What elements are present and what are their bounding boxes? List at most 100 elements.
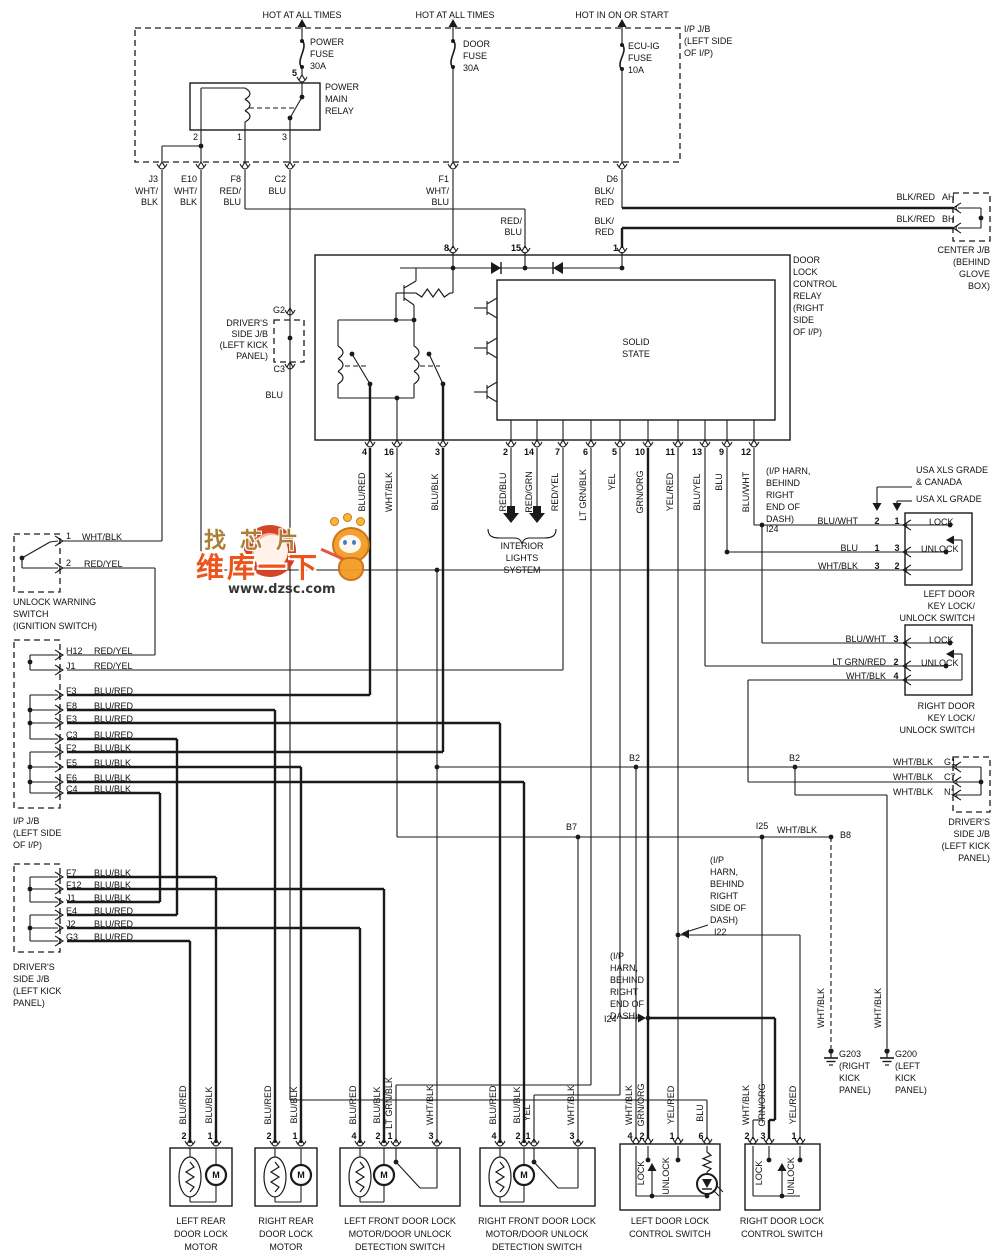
key-lock-switches--rk-lock: LOCK — [929, 635, 954, 645]
harness-grounds--i22-2: HARN, — [710, 867, 739, 877]
harness-grounds--c7-color: WHT/BLK — [892, 772, 933, 782]
power-top--j3-color-1: WHT/ — [135, 186, 158, 196]
bottom-components--rf-cap-3: DETECTION SWITCH — [492, 1242, 582, 1252]
key-lock-switches--lk-color-3: WHT/BLK — [817, 561, 858, 571]
left-junction-blocks--pin-j1: J1 — [66, 661, 76, 671]
left-junction-blocks--blu-mid: BLU — [265, 390, 283, 400]
door-lock-control-relay--pin14: 14 — [523, 447, 534, 457]
power-top--relay-pin8: 8 — [443, 243, 449, 253]
harness-grounds--g200-1: G200 — [895, 1049, 918, 1059]
bottom-components--rr-cap-3: MOTOR — [269, 1242, 303, 1252]
door-lock-control-relay--pin13: 13 — [691, 447, 702, 457]
bottom-components--rc-p1: 1 — [791, 1131, 797, 1141]
bottom-components--rf-p3: 3 — [569, 1131, 575, 1141]
power-top--ah: AH — [942, 192, 955, 202]
left-junction-blocks--e8-color: BLU/RED — [94, 701, 134, 711]
power-top--centerjb-1: CENTER J/B — [937, 245, 990, 255]
key-lock-switches--lk-color-1: BLU/WHT — [817, 516, 859, 526]
left-junction-blocks--pin-f2: F2 — [66, 743, 77, 753]
door-lock-control-relay--w-yelred: YEL/RED — [665, 472, 675, 512]
harness-grounds--b2-a: B2 — [629, 753, 641, 763]
door-lock-control-relay--solid-state-1: SOLID — [622, 337, 650, 347]
door-lock-control-relay--relay-cap-6: SIDE — [793, 315, 815, 325]
key-lock-switches--lk-p3: 3 — [894, 543, 900, 553]
door-lock-control-relay--relay-cap-4: RELAY — [793, 291, 822, 301]
bottom-components--lf-w2: BLU/BLK — [372, 1086, 382, 1124]
left-junction-blocks--uw-color-2: RED/YEL — [84, 559, 123, 569]
bottom-components--lc-w3: YEL/RED — [666, 1085, 676, 1125]
door-lock-control-relay--w-redyel: RED/YEL — [550, 472, 560, 512]
power-top--f1-color-1: WHT/ — [426, 186, 449, 196]
door-lock-control-relay--w-redgrn: RED/GRN — [524, 471, 534, 513]
power-top--pin15-color-2: BLU — [504, 227, 522, 237]
key-lock-switches--lk-p2b: 2 — [894, 561, 900, 571]
harness-grounds--g203-3: KICK — [839, 1073, 861, 1083]
left-junction-blocks--uw-p2: 2 — [66, 558, 72, 568]
harness-grounds--i24b-6: DASH) — [610, 1011, 639, 1021]
left-junction-blocks--pin-c3: C3 — [66, 730, 78, 740]
power-top--pmr-pin5: 5 — [291, 68, 297, 78]
bottom-components--lc-w2: GRN/ORG — [636, 1083, 646, 1127]
door-lock-control-relay--i24a-1: (I/P HARN, — [766, 466, 811, 476]
door-lock-control-relay--i24a-6: I24 — [766, 524, 779, 534]
bottom-components--lc-unlock: UNLOCK — [661, 1157, 671, 1195]
power-top--d6-color-1: BLK/ — [594, 186, 614, 196]
door-lock-control-relay--i24a-4: END OF — [766, 502, 801, 512]
power-top--centerjb-4: BOX) — [967, 281, 990, 291]
power-top--c2-color: BLU — [268, 186, 286, 196]
left-junction-blocks--e4-color: BLU/RED — [94, 906, 134, 916]
bottom-components--lc-w1: WHT/BLK — [624, 1084, 634, 1126]
power-top--bus-hot-2: HOT AT ALL TIMES — [415, 10, 495, 20]
bottom-components--lc-lock: LOCK — [636, 1160, 646, 1186]
power-top--bh: BH — [942, 214, 955, 224]
power-top--pmr-2: MAIN — [325, 94, 348, 104]
left-junction-blocks--uw-cap-3: (IGNITION SWITCH) — [13, 621, 97, 631]
power-top--bh-color-2: RED — [594, 227, 614, 237]
power-top--bus-hot-3: HOT IN ON OR START — [575, 10, 669, 20]
bottom-components--lf-p2: 2 — [375, 1131, 381, 1141]
key-lock-switches--usa-xl: USA XL GRADE — [916, 494, 982, 504]
power-top--ecuig-fuse-1: ECU-IG — [628, 41, 660, 51]
bottom-components--rc-unlock: UNLOCK — [786, 1157, 796, 1195]
harness-grounds--i24b-2: HARN, — [610, 963, 639, 973]
bottom-components--lf-w1: BLU/RED — [348, 1085, 358, 1125]
left-junction-blocks--h12-color: RED/YEL — [94, 646, 133, 656]
bottom-components--lr-cap-3: MOTOR — [184, 1242, 218, 1252]
harness-grounds--i24b-1: (I/P — [610, 951, 625, 961]
power-top--door-fuse-2: FUSE — [463, 51, 488, 61]
left-junction-blocks--c3-color: BLU/RED — [94, 730, 134, 740]
power-top--f1-color-2: BLU — [431, 197, 449, 207]
power-top--conn-c2: C2 — [274, 174, 286, 184]
bottom-components--rc-w3: YEL/RED — [788, 1085, 798, 1125]
door-lock-control-relay--w-blublk: BLU/BLK — [430, 473, 440, 511]
bottom-components--rc-p2: 2 — [744, 1131, 750, 1141]
left-junction-blocks--e6-color: BLU/BLK — [94, 773, 132, 783]
power-top--bh-color: BLK/RED — [896, 214, 935, 224]
left-junction-blocks--uw-p1: 1 — [66, 531, 72, 541]
bottom-components--rr-p2: 2 — [266, 1131, 272, 1141]
harness-grounds--i22-1: (I/P — [710, 855, 725, 865]
bottom-components--rf-p4: 4 — [491, 1131, 497, 1141]
bottom-components--lr-motor-m: M — [212, 1170, 220, 1180]
harness-grounds--b8: B8 — [840, 830, 852, 840]
power-top--d6-color-2: RED — [594, 197, 614, 207]
left-junction-blocks--c4-color: BLU/BLK — [94, 784, 132, 794]
power-top--ipjb-note-1: I/P J/B — [684, 24, 711, 34]
power-top--power-fuse-3: 30A — [310, 61, 327, 71]
left-junction-blocks--pin-e3: E3 — [66, 714, 78, 724]
key-lock-switches--rk-color-3: WHT/BLK — [845, 671, 886, 681]
harness-grounds--i22-5: SIDE OF — [710, 903, 747, 913]
power-top--f8-color-2: BLU — [223, 197, 241, 207]
left-junction-blocks--dsjb-cap-4: PANEL) — [13, 998, 45, 1008]
door-lock-control-relay--interior-1: INTERIOR — [500, 541, 544, 551]
left-junction-blocks--e3-color: BLU/RED — [94, 714, 134, 724]
left-junction-blocks--dsjb-cap-2: SIDE J/B — [13, 974, 50, 984]
harness-grounds--i22-6: DASH) — [710, 915, 739, 925]
power-top--door-fuse-3: 30A — [463, 63, 480, 73]
door-lock-control-relay--pin3: 3 — [434, 447, 440, 457]
left-junction-blocks--pin-f7: F7 — [66, 868, 77, 878]
power-top--bus-hot-1: HOT AT ALL TIMES — [262, 10, 342, 20]
harness-grounds--g200-3: KICK — [895, 1073, 917, 1083]
